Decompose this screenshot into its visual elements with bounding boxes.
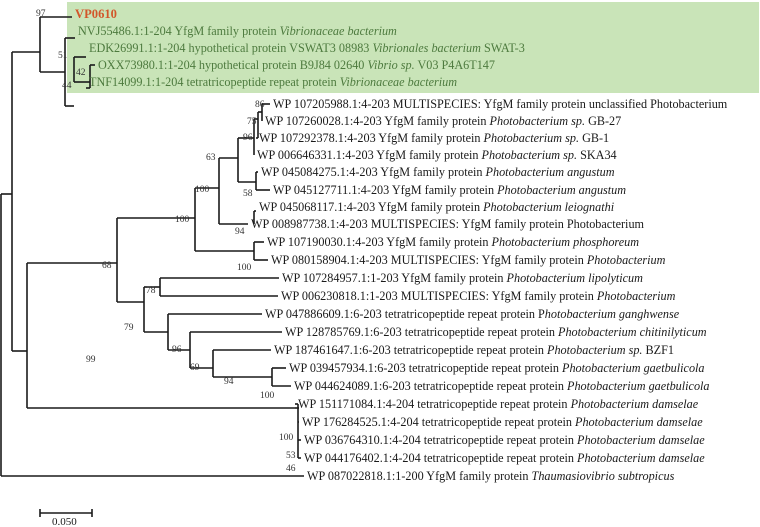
- bootstrap-value: 100: [195, 185, 210, 195]
- tip-label: WP 107260028.1:4-203 YfgM family protein…: [265, 114, 621, 128]
- tip-label: WP 107190030.1:4-203 YfgM family protein…: [267, 235, 639, 249]
- tip-label: WP 107284957.1:1-203 YfgM family protein…: [282, 271, 643, 285]
- tree-branches: [0, 16, 304, 477]
- tip-label: OXX73980.1:1-204 hypothetical protein B9…: [98, 58, 495, 72]
- bootstrap-value: 100: [237, 263, 252, 273]
- bootstrap-value: 51: [58, 51, 68, 61]
- tip-label: WP 107292378.1:4-203 YfgM family protein…: [259, 131, 609, 145]
- scale-bar-label: 0.050: [52, 516, 77, 527]
- bootstrap-value: 68: [102, 261, 112, 271]
- bootstrap-value: 53: [286, 451, 296, 461]
- bootstrap-value: 86: [255, 100, 265, 110]
- bootstrap-value: 94: [224, 377, 234, 387]
- tip-label: WP 044624089.1:6-203 tetratricopeptide r…: [294, 379, 710, 393]
- tip-label: WP 080158904.1:4-203 MULTISPECIES: YfgM …: [271, 253, 666, 267]
- tip-label: WP 107205988.1:4-203 MULTISPECIES: YfgM …: [273, 97, 728, 111]
- bootstrap-value: 42: [76, 68, 86, 78]
- bootstrap-value: 100: [260, 391, 275, 401]
- tip-label: WP 128785769.1:6-203 tetratricopeptide r…: [285, 325, 707, 339]
- tip-label: WP 006646331.1:4-203 YfgM family protein…: [257, 148, 617, 162]
- vibrionaceae-highlight: [67, 2, 759, 93]
- bootstrap-labels: 97 51 42 44 86 75 96 63 58 100 94 100 100 68 78 79 96 69 9…: [36, 9, 296, 474]
- bootstrap-value: 46: [286, 464, 296, 474]
- tip-label: TNF14099.1:1-204 tetratricopeptide repea…: [89, 75, 457, 89]
- tip-label: WP 047886609.1:6-203 tetratricopeptide r…: [265, 307, 680, 321]
- tip-label: VP0610: [75, 7, 117, 21]
- tip-label: WP 006230818.1:1-203 MULTISPECIES: YfgM …: [281, 289, 676, 303]
- tip-label: WP 036764310.1:4-204 tetratricopeptide r…: [304, 433, 705, 447]
- bootstrap-value: 97: [36, 9, 46, 19]
- scale-bar: 0.050: [39, 509, 93, 527]
- bootstrap-value: 100: [175, 215, 190, 225]
- tip-label: WP 087022818.1:1-200 YfgM family protein…: [307, 469, 675, 483]
- tip-label: WP 176284525.1:4-204 tetratricopeptide r…: [302, 415, 703, 429]
- bootstrap-value: 58: [243, 189, 253, 199]
- tip-label: WP 045084275.1:4-203 YfgM family protein…: [261, 165, 615, 179]
- bootstrap-value: 63: [206, 153, 216, 163]
- bootstrap-value: 69: [190, 363, 200, 373]
- tip-label: WP 151171084.1:4-204 tetratricopeptide r…: [298, 397, 699, 411]
- bootstrap-value: 79: [124, 323, 134, 333]
- tip-label: WP 187461647.1:6-203 tetratricopeptide r…: [274, 343, 674, 357]
- bootstrap-value: 100: [279, 433, 294, 443]
- tip-label: WP 039457934.1:6-203 tetratricopeptide r…: [289, 361, 705, 375]
- bootstrap-value: 94: [235, 227, 245, 237]
- tip-label: WP 044176402.1:4-204 tetratricopeptide r…: [304, 451, 705, 465]
- bootstrap-value: 78: [146, 286, 156, 296]
- bootstrap-value: 96: [243, 133, 253, 143]
- bootstrap-value: 96: [172, 345, 182, 355]
- tip-label: EDK26991.1:1-204 hypothetical protein VS…: [89, 41, 525, 55]
- bootstrap-value: 99: [86, 355, 96, 365]
- tip-label: NVJ55486.1:1-204 YfgM family protein Vib…: [78, 24, 397, 38]
- tip-label: WP 045068117.1:4-203 YfgM family protein…: [259, 200, 615, 214]
- bootstrap-value: 75: [247, 117, 257, 127]
- tip-label: WP 045127711.1:4-203 YfgM family protein…: [273, 183, 626, 197]
- bootstrap-value: 44: [62, 81, 72, 91]
- tip-label: WP 008987738.1:4-203 MULTISPECIES: YfgM …: [251, 217, 645, 231]
